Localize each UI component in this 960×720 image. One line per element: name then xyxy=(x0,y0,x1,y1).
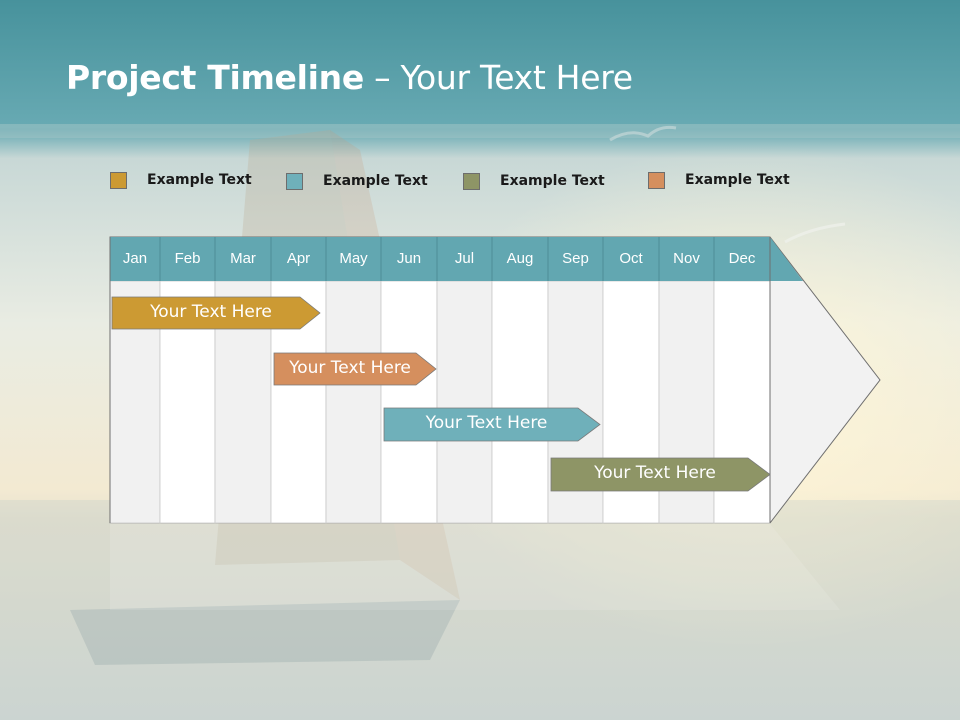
legend-swatch-gold xyxy=(110,172,127,189)
task-label-1: Your Text Here xyxy=(150,302,272,322)
slide-title: Project Timeline – Your Text Here xyxy=(66,58,633,97)
task-arrow-3 xyxy=(383,407,601,442)
task-arrow-2 xyxy=(273,352,437,386)
task-bars xyxy=(111,296,771,492)
month-header-band xyxy=(110,237,803,281)
month-label-oct: Oct xyxy=(619,250,643,267)
month-label-apr: Apr xyxy=(286,250,311,267)
month-label-nov: Nov xyxy=(673,250,700,267)
task-label-2: Your Text Here xyxy=(289,358,411,378)
task-label-3: Your Text Here xyxy=(425,413,548,433)
legend-swatch-tan xyxy=(648,172,665,189)
title-bold: Project Timeline xyxy=(66,58,364,97)
task-label-4: Your Text Here xyxy=(594,463,716,483)
legend-swatch-olive xyxy=(463,173,480,190)
legend-label-3: Example Text xyxy=(500,173,605,189)
month-label-jan: Jan xyxy=(122,250,148,267)
task-arrow-4 xyxy=(550,457,771,492)
legend-label-2: Example Text xyxy=(323,173,428,189)
month-label-jul: Jul xyxy=(454,250,475,267)
month-label-sep: Sep xyxy=(562,250,589,267)
task-arrow-1 xyxy=(111,296,321,330)
month-column-jun xyxy=(380,280,438,524)
month-column-aug xyxy=(491,280,549,524)
legend-swatch-teal xyxy=(286,173,303,190)
legend-label-4: Example Text xyxy=(685,172,790,188)
month-label-may: May xyxy=(339,250,368,267)
month-column-jul xyxy=(436,280,493,524)
title-rest: – Your Text Here xyxy=(363,58,633,97)
month-label-jun: Jun xyxy=(396,250,422,267)
month-label-feb: Feb xyxy=(174,250,201,267)
month-label-dec: Dec xyxy=(728,250,756,267)
month-header-dividers xyxy=(159,237,771,523)
month-label-aug: Aug xyxy=(506,250,534,267)
legend-label-1: Example Text xyxy=(147,172,252,188)
month-label-mar: Mar xyxy=(230,250,256,267)
month-column-may xyxy=(325,280,382,524)
